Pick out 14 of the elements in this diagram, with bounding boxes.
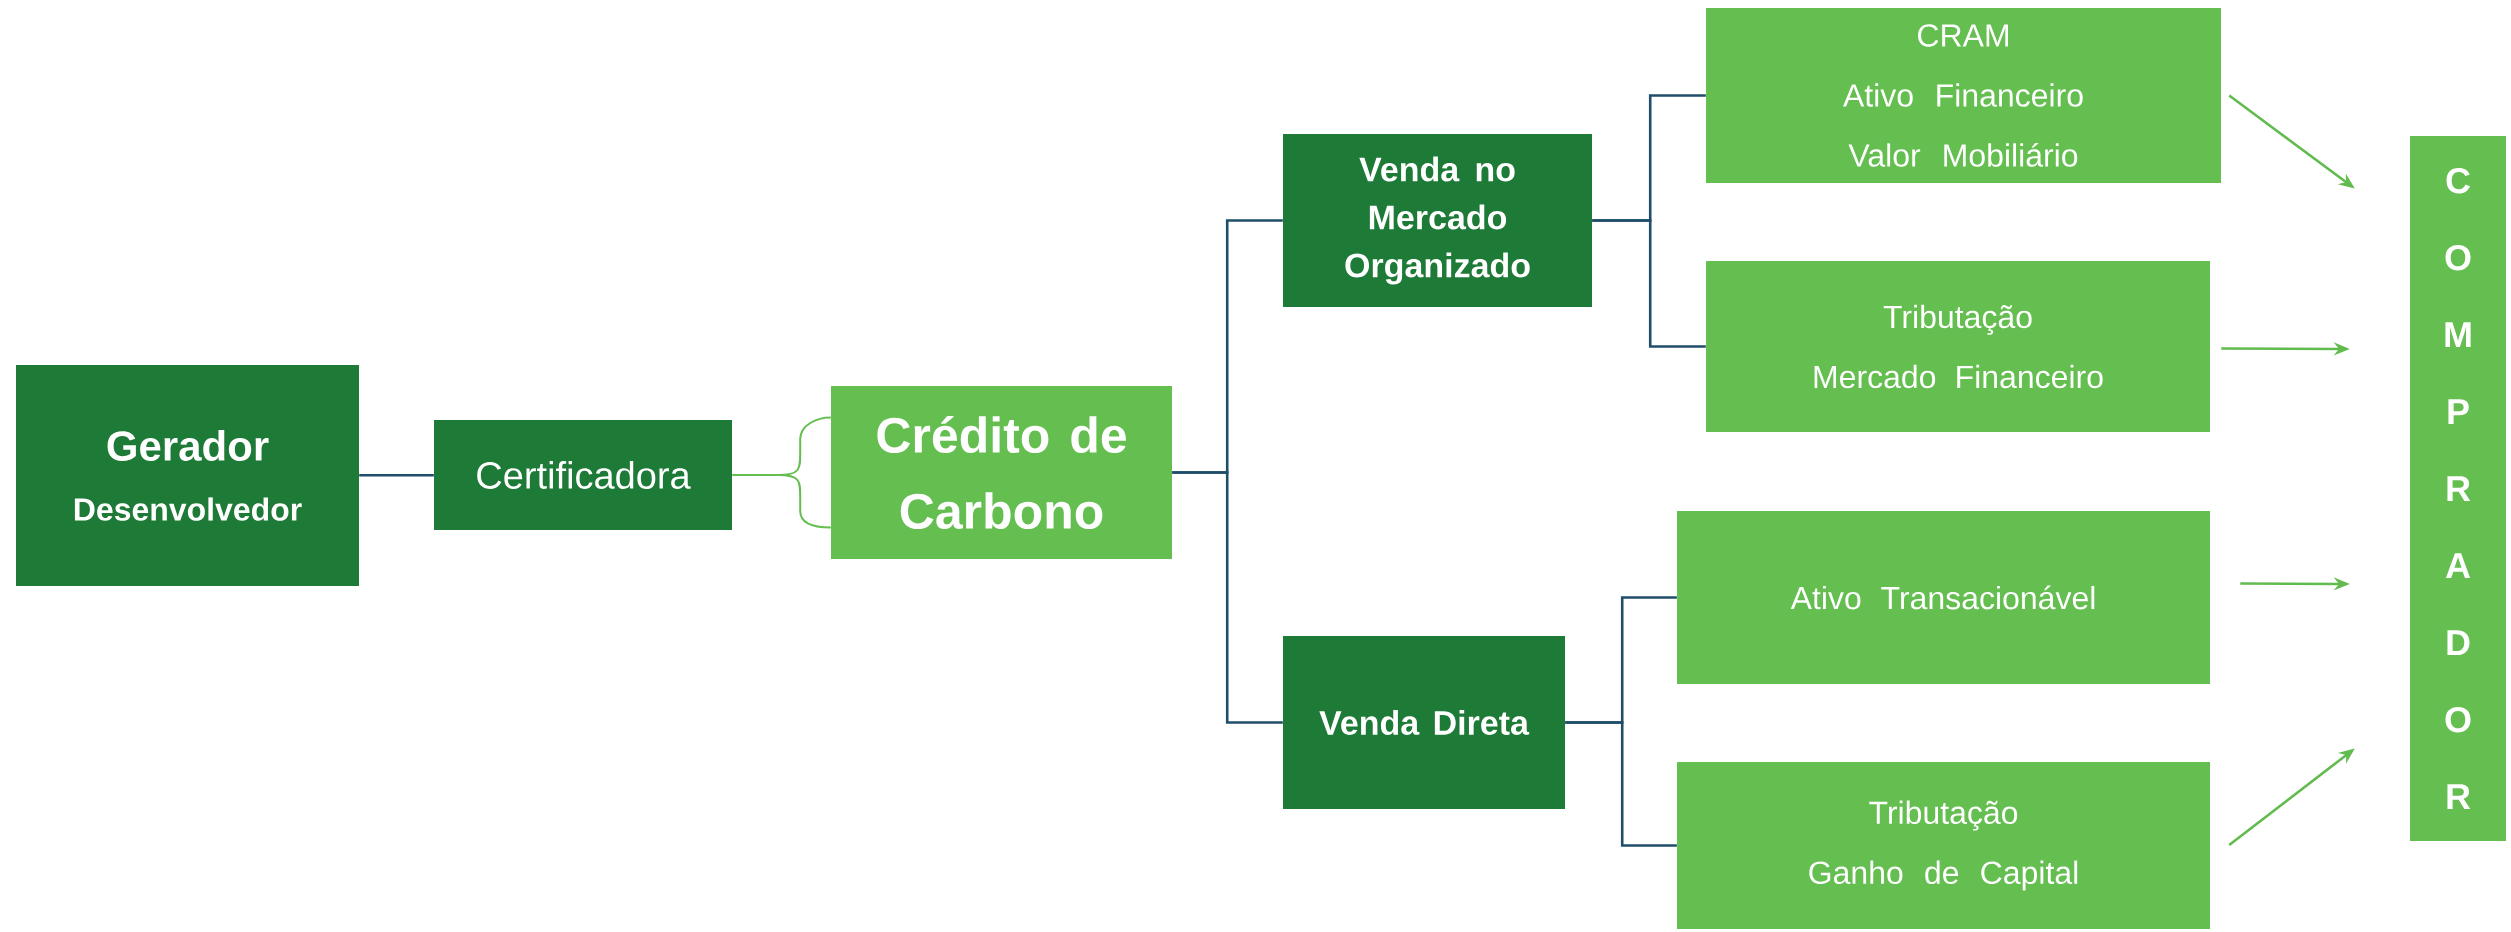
process-box: Venda Direta	[1283, 636, 1565, 809]
connector-line	[359, 473, 434, 477]
process-box: Certificadora	[434, 420, 732, 530]
process-box: Venda no Mercado Organizado	[1283, 134, 1592, 307]
connector-line	[1565, 721, 1677, 847]
process-box: CRAM Ativo Financeiro Valor Mobiliário	[1706, 8, 2222, 183]
connector-line	[1172, 471, 1283, 724]
process-box: Crédito de Carbono	[831, 386, 1172, 559]
process-box: Ativo Transacionável	[1677, 511, 2211, 684]
process-box: Tributação Mercado Financeiro	[1706, 261, 2211, 432]
process-box: Tributação Ganho de Capital	[1677, 762, 2211, 929]
buyer-box: COMPRADOR	[2410, 136, 2507, 841]
process-box: Gerador Desenvolvedor	[16, 365, 359, 586]
connector-line	[1592, 219, 1706, 348]
